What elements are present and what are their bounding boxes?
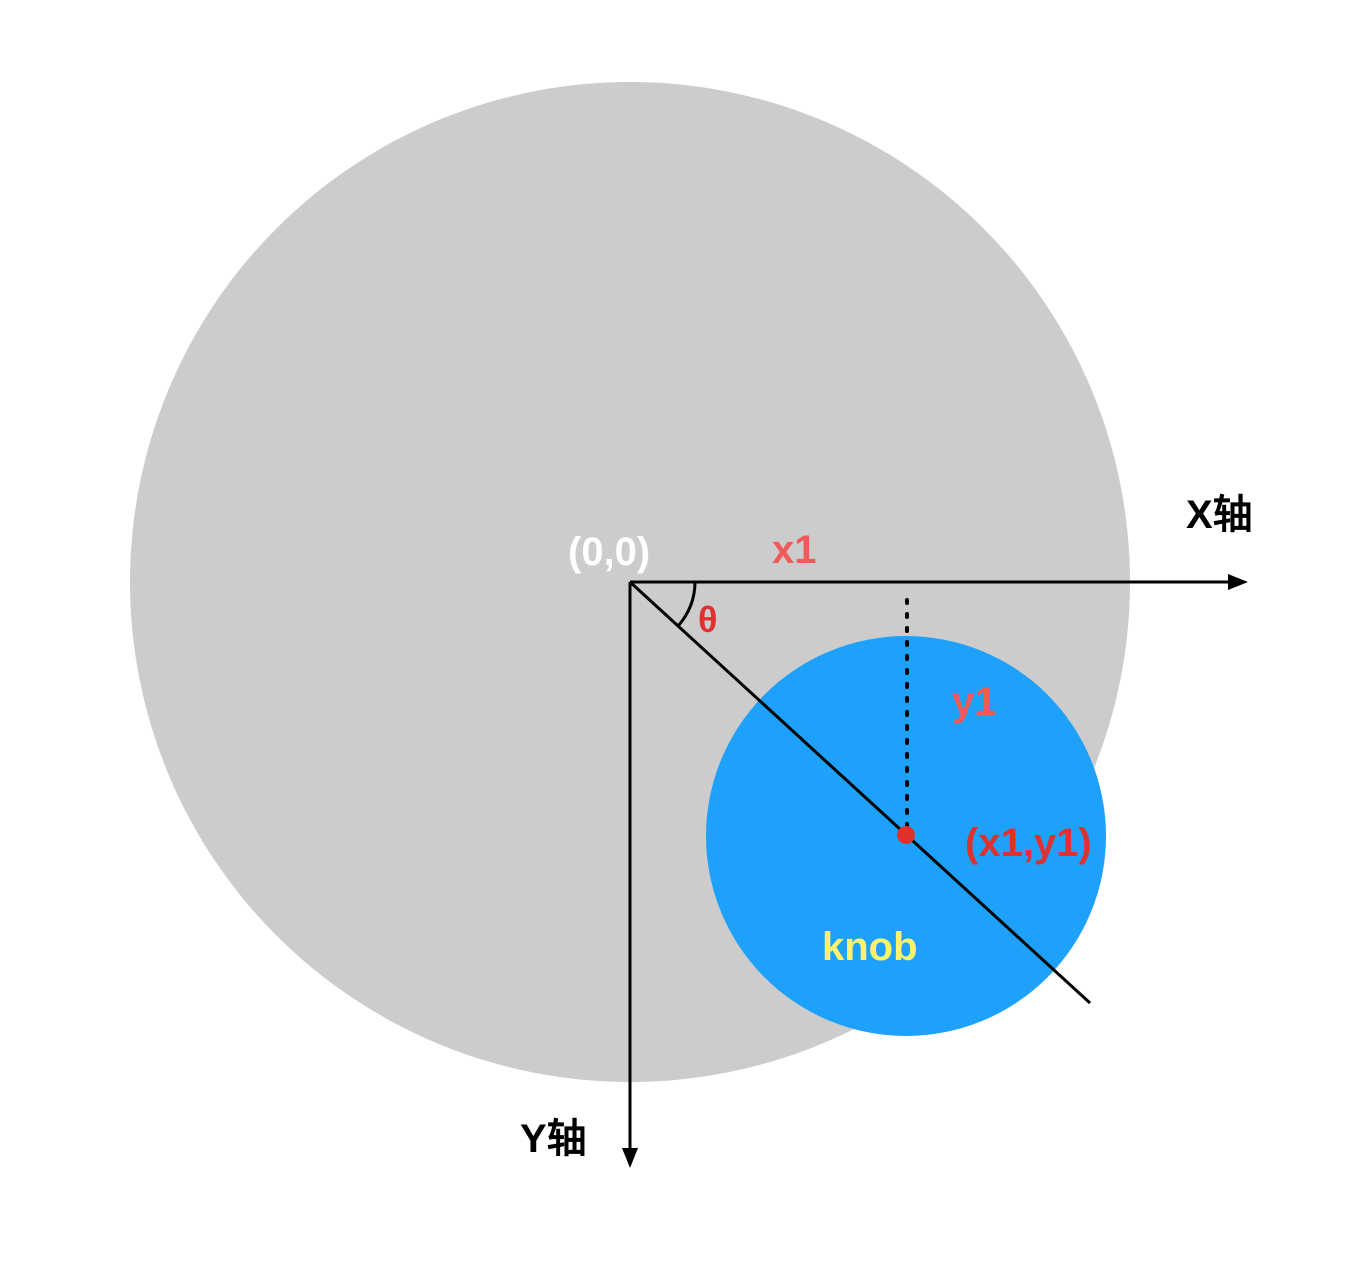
point-marker	[897, 826, 915, 844]
y-axis-arrow-icon	[622, 1148, 638, 1168]
y1-label: y1	[952, 680, 997, 724]
direction-line	[628, 580, 1092, 1005]
y-axis-label: Y轴	[520, 1117, 587, 1161]
x1-label: x1	[772, 528, 817, 572]
x-axis-arrow-icon	[1228, 574, 1248, 590]
angle-arc	[676, 581, 697, 628]
knob-label: knob	[822, 925, 918, 969]
origin-label: (0,0)	[568, 530, 650, 574]
point-label: (x1,y1)	[965, 821, 1092, 865]
angle-label: θ	[698, 599, 717, 640]
x-axis-label: X轴	[1186, 493, 1253, 537]
